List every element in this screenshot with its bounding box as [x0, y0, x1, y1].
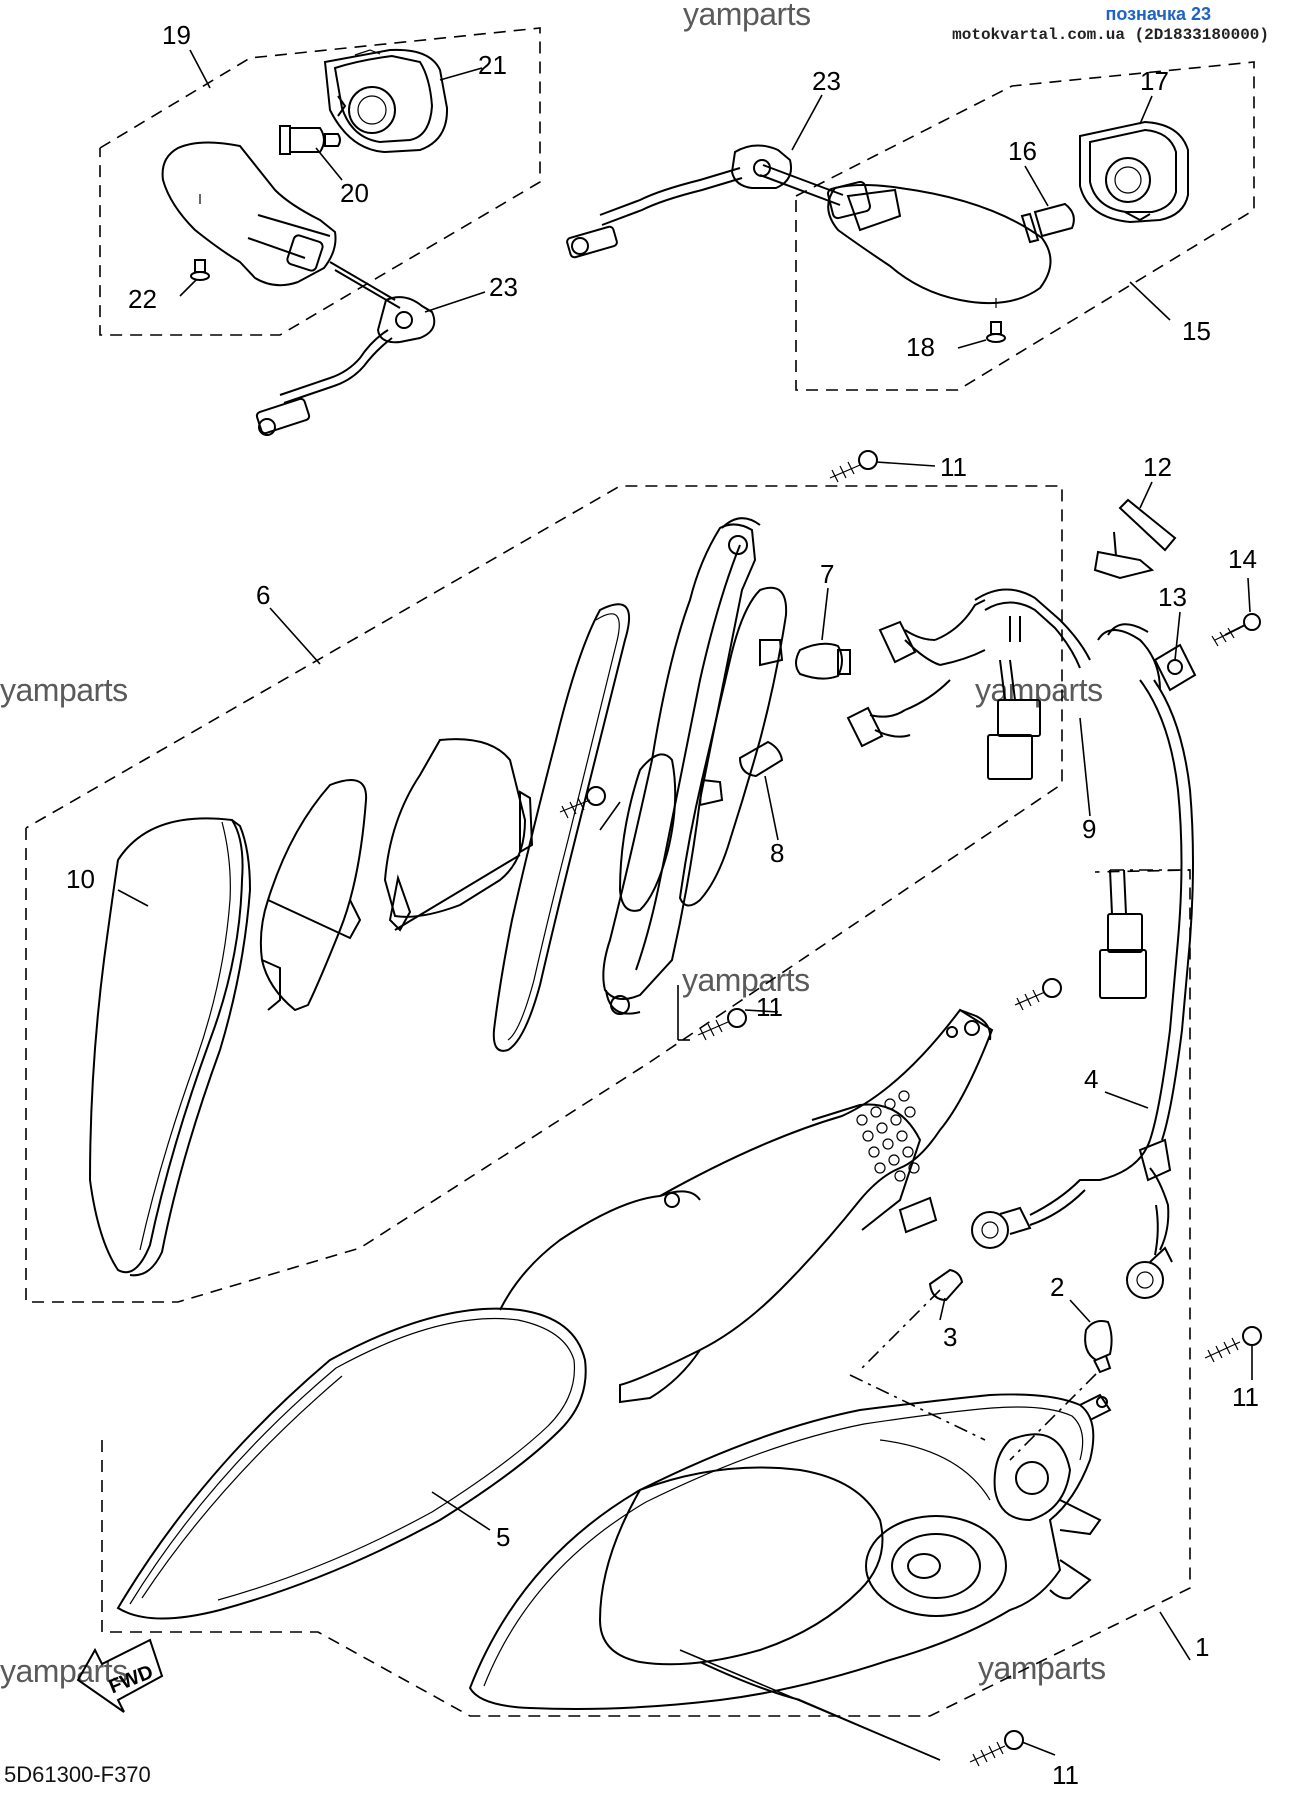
watermark: yamparts	[0, 1653, 128, 1689]
callout-9: 9	[1082, 814, 1096, 844]
callout-10: 10	[66, 864, 95, 894]
watermark: yamparts	[978, 1650, 1106, 1686]
callout-23-right: 23	[812, 66, 841, 96]
callout-19: 19	[162, 20, 191, 50]
callout-8: 8	[770, 838, 784, 868]
callout-11-middle: 11	[756, 992, 783, 1022]
callout-3: 3	[943, 1322, 957, 1352]
callout-numbers: 1 2 3 4 5 6 7 8 9 10 11 11 11 11 12 13 1…	[66, 20, 1259, 1790]
screw	[1014, 978, 1062, 1011]
watermark-top: yamparts	[683, 0, 811, 32]
screw	[829, 450, 878, 483]
callout-22: 22	[128, 284, 157, 314]
part-label-title: позначка 23	[1105, 4, 1211, 24]
led-array	[856, 1090, 920, 1182]
watermark: yamparts	[0, 672, 128, 708]
callout-13: 13	[1158, 582, 1187, 612]
leader-lines	[117, 49, 1253, 1761]
callout-23-left: 23	[489, 272, 518, 302]
screw	[1204, 1326, 1262, 1363]
callout-20: 20	[340, 178, 369, 208]
screw	[697, 1008, 747, 1041]
callout-15: 15	[1182, 316, 1211, 346]
callout-2: 2	[1050, 1272, 1064, 1302]
screw	[969, 1730, 1024, 1767]
callout-4: 4	[1084, 1064, 1098, 1094]
callout-6: 6	[256, 580, 270, 610]
part-label-source: motokvartal.com.ua (2D1833180000)	[952, 26, 1269, 44]
fwd-arrow-icon: FWD	[76, 1638, 164, 1713]
screw	[559, 786, 606, 819]
callout-14: 14	[1228, 544, 1257, 574]
callout-12: 12	[1143, 452, 1172, 482]
position-lamp-assembly: FWD	[76, 869, 1262, 1767]
callout-21: 21	[478, 50, 507, 80]
right-flasher-assembly	[566, 61, 1255, 391]
callout-7: 7	[820, 559, 834, 589]
left-flasher-assembly	[99, 27, 541, 436]
callout-16: 16	[1008, 136, 1037, 166]
diagram-code: 5D61300-F370	[4, 1762, 151, 1787]
callout-5: 5	[496, 1522, 510, 1552]
callout-18: 18	[906, 332, 935, 362]
callout-11-bottom: 11	[1052, 1760, 1079, 1790]
callout-11-top: 11	[940, 452, 967, 482]
callout-17: 17	[1140, 66, 1169, 96]
headlight-assembly	[25, 450, 1261, 1303]
callout-11-right: 11	[1232, 1382, 1259, 1412]
callout-1: 1	[1195, 1632, 1209, 1662]
